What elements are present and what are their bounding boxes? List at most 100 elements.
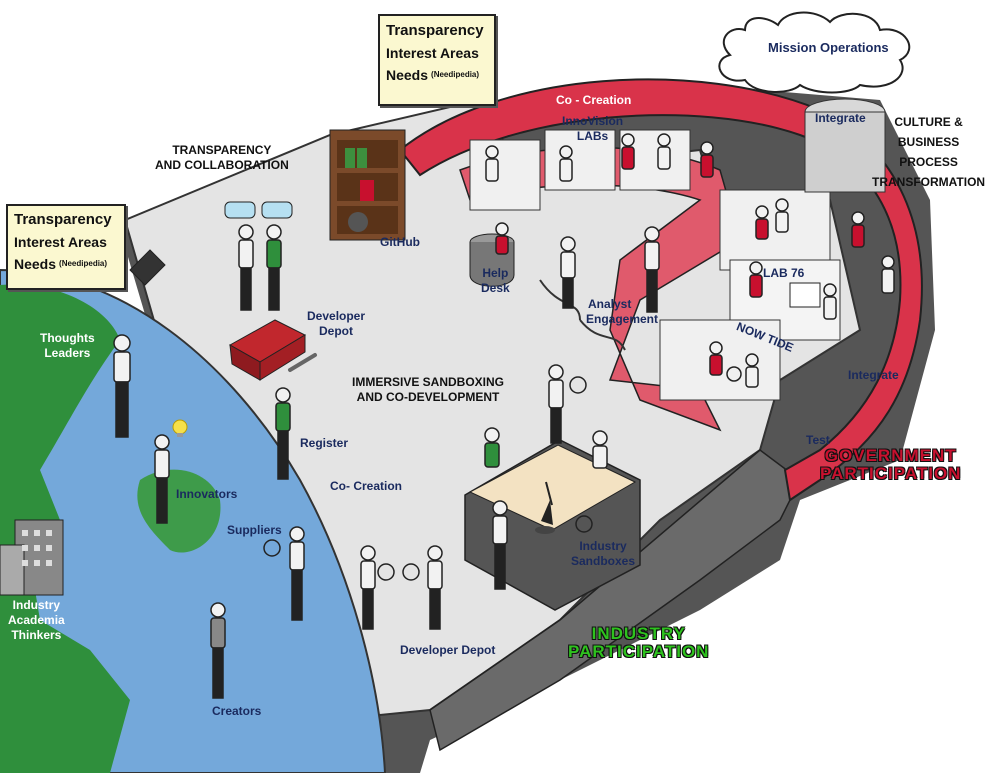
industry-academia-label: Industry Academia Thinkers [8,598,65,643]
lightbulb-icon [172,419,188,437]
help-desk-line2: Desk [481,281,510,295]
person [749,261,763,275]
nowtide-room [659,319,781,401]
co-creation-mid-label: Co- Creation [330,479,402,493]
sign-top-line1: Transparency [386,22,484,39]
integrate-right-label: Integrate [848,368,899,382]
integrate-cylinder [804,111,886,193]
industry-academia-line2: Academia [8,613,65,627]
person [775,198,789,212]
lab76-label: LAB 76 [763,266,805,280]
thoughts-leaders-line1: Thoughts [40,331,95,345]
sandboxing-heading-line1: IMMERSIVE SANDBOXING [352,375,505,389]
sign-left-tag: (Needipedia) [59,259,108,268]
industry-line2: PARTICIPATION [568,642,710,661]
person [745,353,759,367]
earth-land [0,284,130,773]
sign-left-line3: Needs [14,256,57,272]
red-outer-wall [398,78,923,502]
industry-sandboxes-line2: Sandboxes [571,554,636,568]
industry-line1: INDUSTRY [591,624,686,643]
thoughts-leaders-label: Thoughts Leaders [40,331,95,361]
sandboxing-heading-line2: AND CO-DEVELOPMENT [356,390,500,404]
innovators-label: Innovators [176,487,238,501]
person [644,226,660,242]
government-line2: PARTICIPATION [820,464,962,483]
shovel-icon [545,481,553,506]
person [559,145,573,159]
person [275,387,291,403]
person [700,141,714,155]
co-creation-top-label: Co - Creation [556,93,632,107]
analyst-label: Analyst Engagement [586,297,658,327]
innovision-label: InnoVision LABs [562,114,623,144]
wrench-icon [288,353,317,372]
developer-depot-top-line1: Developer [307,309,366,323]
sign-top-line2: Interest Areas [386,45,479,61]
mission-cloud [718,11,911,94]
industry-sandboxes-label: Industry Sandboxes [571,539,635,569]
help-desk-label: Help Desk [481,266,510,296]
speech-bubble-icon [224,201,293,219]
mission-operations-label: Mission Operations [768,40,889,55]
building-icon [0,519,64,596]
transparency-heading: TRANSPARENCY AND COLLABORATION [155,143,289,173]
bookshelf-icon [329,129,406,241]
person [210,602,226,618]
sign-left-line2: Interest Areas [14,234,107,250]
toolbox-icon [228,319,307,381]
analyst-line2: Engagement [586,312,659,326]
help-desk-line1: Help [482,266,509,280]
person [657,133,671,147]
industry-academia-line3: Thinkers [11,628,62,642]
needipedia-sign-left: Transparency Interest Areas Needs(Needip… [6,204,126,290]
person [238,224,254,240]
person [709,341,723,355]
person [289,526,305,542]
culture-heading-line1: CULTURE & [894,115,963,129]
industry-sandboxes-line1: Industry [579,539,627,553]
person [851,211,865,225]
github-label: GitHub [380,235,420,249]
transparency-heading-line1: TRANSPARENCY [172,143,272,157]
person [755,205,769,219]
culture-heading: CULTURE & BUSINESS PROCESS TRANSFORMATIO… [872,112,985,192]
industry-participation: INDUSTRY PARTICIPATION [568,625,709,661]
developer-depot-top-label: Developer Depot [307,309,365,339]
cubicle-wall-1 [469,139,541,211]
integrate-top-label: Integrate [815,111,866,125]
government-line1: GOVERNMENT [824,446,957,465]
sandboxing-heading: IMMERSIVE SANDBOXING AND CO-DEVELOPMENT [352,375,504,405]
solar-panel-icon [129,249,166,286]
sign-left-line1: Transparency [14,211,112,228]
suppliers-label: Suppliers [227,523,282,537]
transparency-heading-line2: AND COLLABORATION [155,158,289,172]
creators-label: Creators [212,704,262,718]
innovision-line2: LABs [576,129,609,143]
geodesic-sphere-icon [263,366,742,581]
person [548,364,564,380]
test-label: Test [806,433,830,447]
person [484,427,500,443]
lab76-room [719,189,831,271]
person [113,334,131,352]
person [560,236,576,252]
person [823,283,837,297]
person [881,255,895,269]
culture-heading-line4: TRANSFORMATION [872,175,986,189]
person [485,145,499,159]
sign-top-tag: (Needipedia) [431,70,480,79]
person [360,545,376,561]
cubicle-wall-2 [544,129,616,191]
government-participation: GOVERNMENT PARTICIPATION [820,447,961,483]
person [492,500,508,516]
thoughts-leaders-line2: Leaders [44,346,91,360]
person [592,430,608,446]
industry-academia-line1: Industry [12,598,61,612]
person [495,222,509,236]
innovision-line1: InnoVision [562,114,624,128]
person [154,434,170,450]
developer-depot-top-line2: Depot [319,324,354,338]
person [266,224,282,240]
